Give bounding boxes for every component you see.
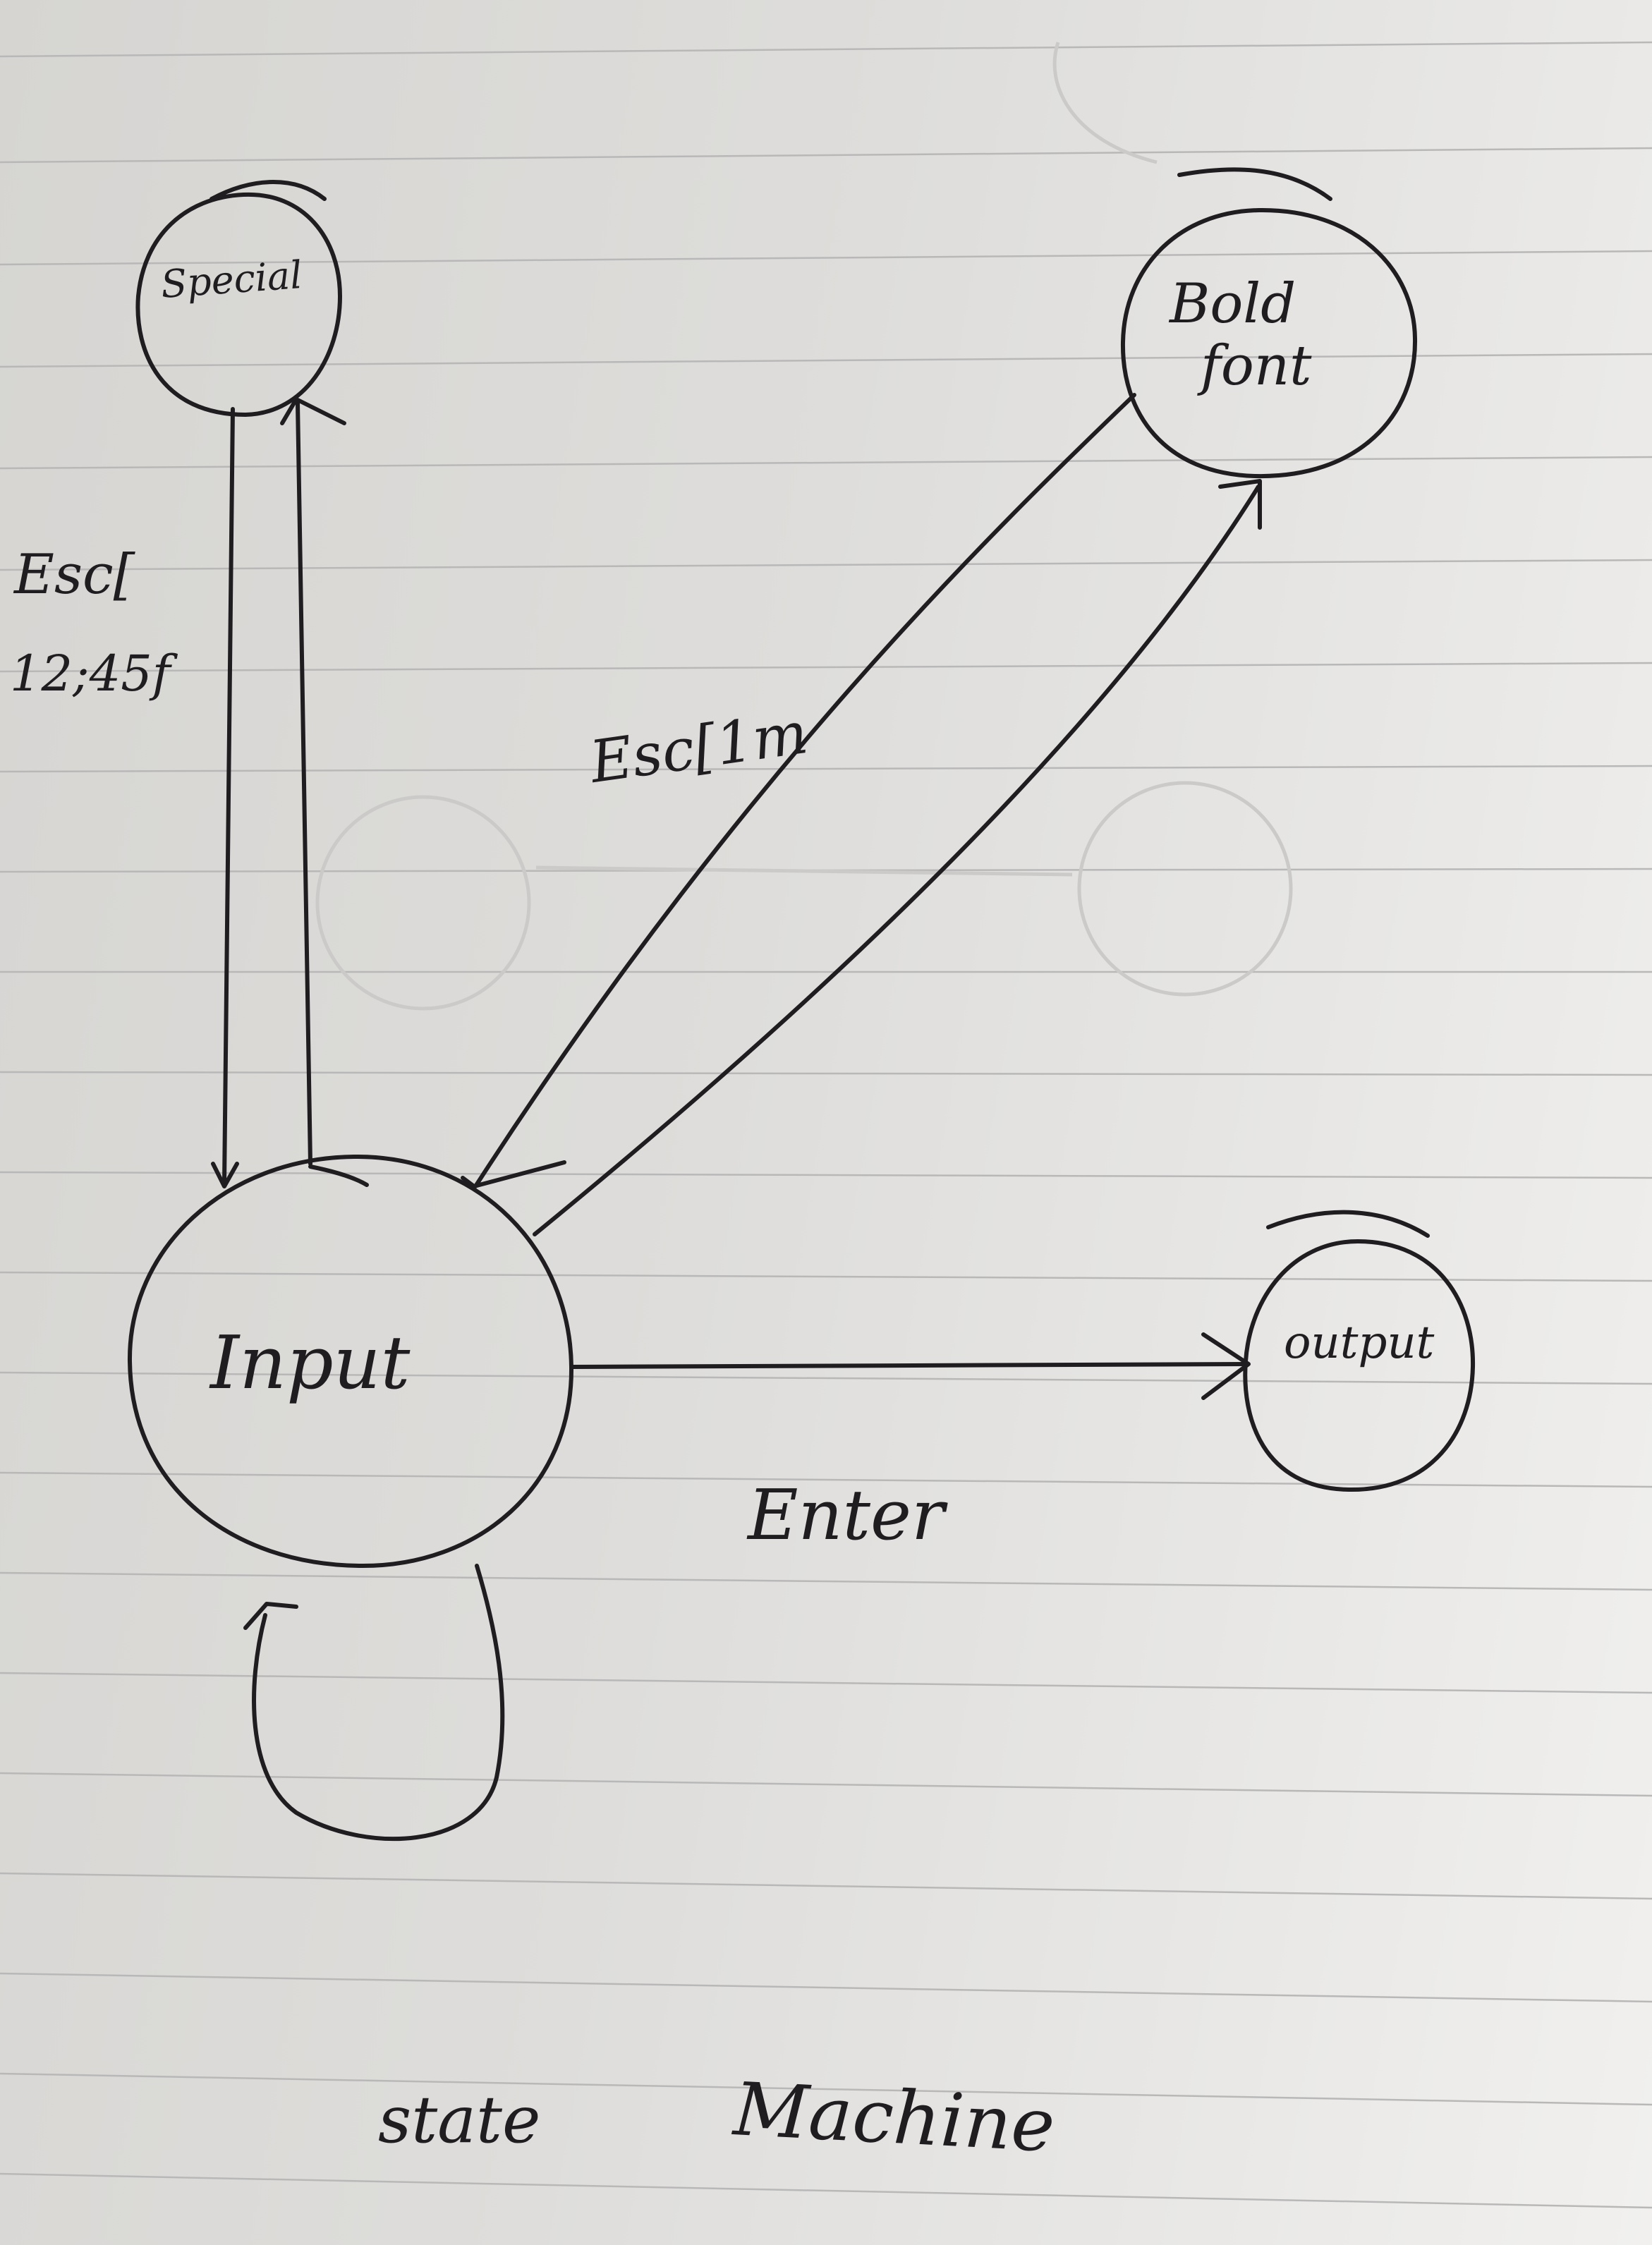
notebook-rules <box>0 41 1652 2209</box>
state-output-circle <box>1243 1210 1476 1492</box>
edge-input-to-bold-font <box>533 485 1261 1236</box>
caption-word-state: state <box>378 2082 541 2158</box>
edge-special-to-input <box>296 401 312 1166</box>
arrowhead-input-to-output <box>1201 1332 1251 1400</box>
state-bold-font-label-line2: font <box>1201 334 1312 398</box>
arrowhead-special-to-input <box>280 397 346 425</box>
state-bold-font-circle <box>1120 167 1418 479</box>
edge-input-to-special <box>222 407 235 1186</box>
state-bold-font-label-line1: Bold <box>1170 272 1296 336</box>
state-special-circle <box>135 180 342 417</box>
edge-input-to-output <box>571 1362 1248 1369</box>
state-special-label: Special <box>159 253 304 307</box>
state-input-label: Input <box>210 1320 411 1406</box>
caption-word-machine: Machine <box>731 2066 1057 2169</box>
arrowhead-input-to-special <box>211 1162 239 1188</box>
edge-bold-font-to-input <box>473 393 1136 1188</box>
show-through-marks <box>315 42 1293 1011</box>
arrowhead-self-loop-input <box>243 1602 298 1630</box>
state-input-circle <box>127 1154 574 1569</box>
transition-output-label: Enter <box>748 1476 945 1556</box>
arrowhead-input-to-bold-font <box>1218 479 1262 530</box>
transition-special-label-line1: Esc[ <box>14 543 135 607</box>
transition-special-label-line2: 12;45f <box>10 645 171 702</box>
self-loop-input <box>252 1564 505 1842</box>
state-output-label: output <box>1284 1317 1435 1369</box>
arrowhead-bold-font-to-input <box>461 1160 566 1188</box>
loop-tail-stroke <box>308 1164 369 1187</box>
